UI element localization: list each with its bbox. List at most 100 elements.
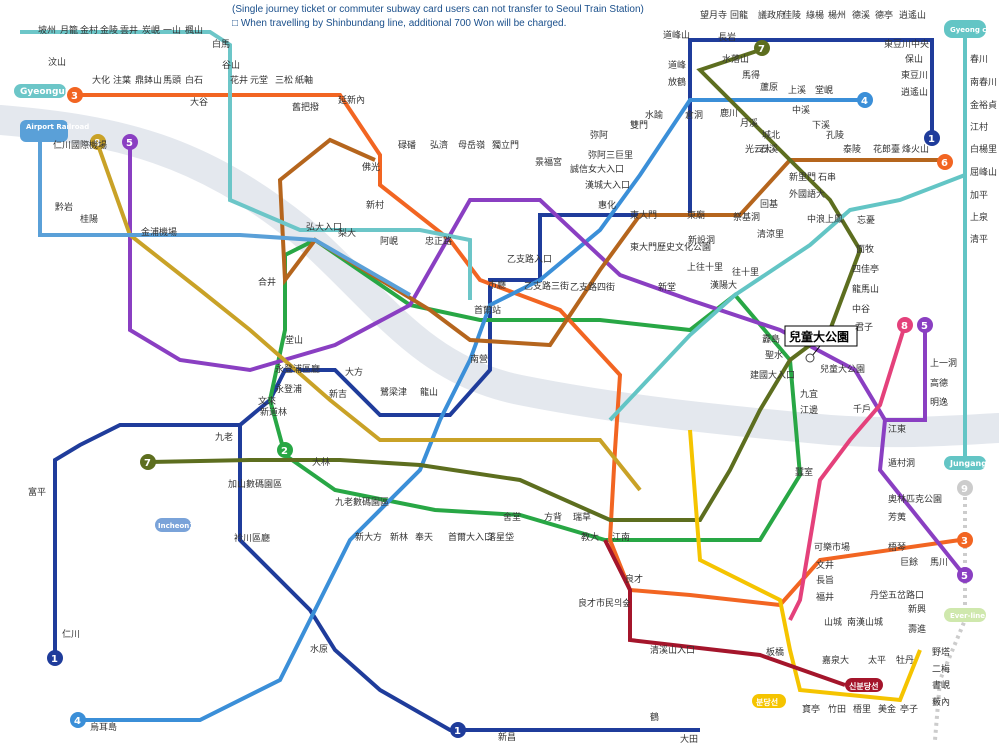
station-label[interactable]: 漢陽大 — [710, 279, 737, 291]
station-label[interactable]: 仁川 — [62, 628, 80, 640]
station-label[interactable]: 誠信女大入口 — [570, 163, 624, 175]
station-label[interactable]: 太平 — [868, 654, 886, 666]
station-label[interactable]: 南漢山城 — [847, 616, 883, 628]
station-label[interactable]: 大化 — [92, 74, 110, 86]
station-label[interactable]: 芳荑 — [888, 511, 906, 523]
station-label[interactable]: 忠正路 — [425, 235, 452, 247]
station-label[interactable]: 泰陵 — [843, 143, 861, 155]
station-label[interactable]: 金浦機場 — [141, 226, 177, 238]
station-label[interactable]: 屈峰山 — [970, 167, 997, 178]
station-label[interactable]: 光云大 — [745, 143, 772, 155]
station-label[interactable]: 白石 — [185, 74, 203, 86]
station-label[interactable]: 鶴 — [650, 711, 659, 723]
station-label[interactable]: 藪內 — [932, 696, 950, 708]
station-label[interactable]: 梧里 — [853, 703, 871, 715]
station-label[interactable]: 美金 — [878, 703, 896, 715]
station-label[interactable]: 富平 — [28, 486, 46, 498]
station-label[interactable]: 新大方 — [355, 531, 382, 543]
station-label[interactable]: 水原 — [310, 643, 328, 655]
station-label[interactable]: 綠楊 — [806, 9, 824, 21]
station-label[interactable]: 桂陽 — [80, 213, 98, 225]
station-label[interactable]: 蠶室 — [795, 466, 813, 478]
station-label[interactable]: 佛光 — [362, 161, 380, 173]
station-label[interactable]: 花郎臺 — [873, 143, 900, 155]
station-label[interactable]: 東豆川 — [901, 69, 928, 81]
station-label[interactable]: 雲井 — [120, 24, 138, 36]
station-label[interactable]: 市廳 — [488, 279, 506, 291]
station-label[interactable]: 新道林 — [260, 406, 287, 418]
station-label[interactable]: 丹垈五岔路口 — [870, 589, 924, 601]
station-label[interactable]: 可樂市場 — [814, 541, 850, 553]
station-label[interactable]: 新吉 — [329, 388, 347, 400]
station-label[interactable]: 竹田 — [828, 703, 846, 715]
station-label[interactable]: 炭峴 — [142, 25, 160, 36]
station-label[interactable]: 新設洞 — [688, 234, 715, 246]
station-label[interactable]: 獨立門 — [492, 139, 519, 151]
station-label[interactable]: 新昌 — [498, 731, 516, 743]
station-label[interactable]: 教大 — [581, 531, 599, 543]
station-label[interactable]: 漢城大入口 — [585, 179, 630, 191]
station-label[interactable]: 鼎鉢山 — [135, 74, 162, 86]
station-label[interactable]: 道峰山 — [663, 29, 690, 41]
station-label[interactable]: 月溪 — [740, 117, 758, 129]
station-label[interactable]: 中浪 — [807, 213, 825, 225]
station-label[interactable]: 德亭 — [875, 9, 893, 21]
station-label[interactable]: 南營 — [470, 353, 488, 365]
station-label[interactable]: 白馬 — [212, 38, 230, 50]
station-label[interactable]: 弥阿 — [590, 129, 608, 141]
station-label[interactable]: 上一洞 — [930, 358, 957, 369]
station-label[interactable]: 外國語大 — [789, 188, 825, 200]
station-label[interactable]: 惠化 — [598, 199, 616, 211]
station-label[interactable]: 母岳嶺 — [458, 139, 485, 151]
station-label[interactable]: 放鶴 — [668, 76, 686, 88]
station-label[interactable]: 長岩 — [718, 31, 736, 43]
station-label[interactable]: 亭子 — [900, 703, 918, 715]
station-label[interactable]: 回龍 — [730, 9, 748, 21]
station-label[interactable]: 九老數碼園區 — [335, 496, 389, 508]
station-label[interactable]: 方背 — [544, 511, 562, 523]
station-label[interactable]: 月籠 — [60, 24, 78, 36]
station-label[interactable]: 大田 — [680, 733, 698, 745]
station-label[interactable]: 面牧 — [856, 243, 874, 255]
station-label[interactable]: 碌磻 — [398, 139, 416, 151]
station-label[interactable]: 合井 — [258, 276, 276, 288]
station-label[interactable]: 書峴 — [932, 679, 950, 691]
station-label[interactable]: 遁村洞 — [888, 457, 915, 469]
station-label[interactable]: 鹿川 — [720, 107, 738, 119]
station-label[interactable]: 東廟 — [687, 209, 705, 221]
station-label[interactable]: 東豆川中央 — [884, 38, 929, 50]
station-label[interactable]: 倉洞 — [685, 109, 703, 121]
station-label[interactable]: 嘉泉大 — [822, 654, 849, 666]
station-label[interactable]: 坡州 — [38, 24, 56, 36]
station-label[interactable]: 乙支路入口 — [507, 253, 552, 265]
station-label[interactable]: 祭基洞 — [733, 211, 760, 223]
station-label[interactable]: 山城 — [824, 617, 842, 628]
station-label[interactable]: 汶山 — [48, 56, 66, 68]
station-label[interactable]: 良才市民의숲 — [578, 597, 631, 609]
station-label[interactable]: 壽進 — [908, 623, 926, 635]
station-label[interactable]: 景福宮 — [535, 156, 562, 168]
station-label[interactable]: 忘憂 — [857, 214, 875, 226]
station-label[interactable]: 楊州 — [828, 10, 846, 21]
station-label[interactable]: 逍遙山 — [899, 9, 926, 21]
station-label[interactable]: 佳陵 — [783, 9, 801, 21]
station-label[interactable]: 大方 — [345, 366, 363, 378]
station-label[interactable]: 江東 — [888, 423, 906, 435]
station-label[interactable]: 江村 — [970, 121, 988, 133]
station-label[interactable]: 谷山 — [222, 60, 240, 71]
station-label[interactable]: 永登浦 — [275, 383, 302, 395]
station-label[interactable]: 良才 — [625, 573, 643, 585]
station-label[interactable]: 二梅 — [932, 663, 950, 675]
station-label[interactable]: 元堂 — [250, 74, 268, 86]
station-label[interactable]: 春川 — [970, 53, 988, 65]
station-label[interactable]: 花井 — [230, 74, 248, 86]
station-label[interactable]: 龍山 — [420, 386, 438, 398]
station-label[interactable]: 野塔 — [932, 646, 950, 658]
station-label[interactable]: 新里門 — [789, 171, 816, 183]
station-label[interactable]: 保山 — [905, 53, 923, 65]
station-label[interactable]: 東大門歷史文化公園 — [630, 241, 711, 253]
station-label[interactable]: 梨大 — [338, 227, 356, 239]
station-label[interactable]: 德溪 — [852, 9, 870, 21]
station-label[interactable]: 新堂 — [658, 281, 676, 293]
station-label[interactable]: 寶亭 — [802, 703, 820, 715]
